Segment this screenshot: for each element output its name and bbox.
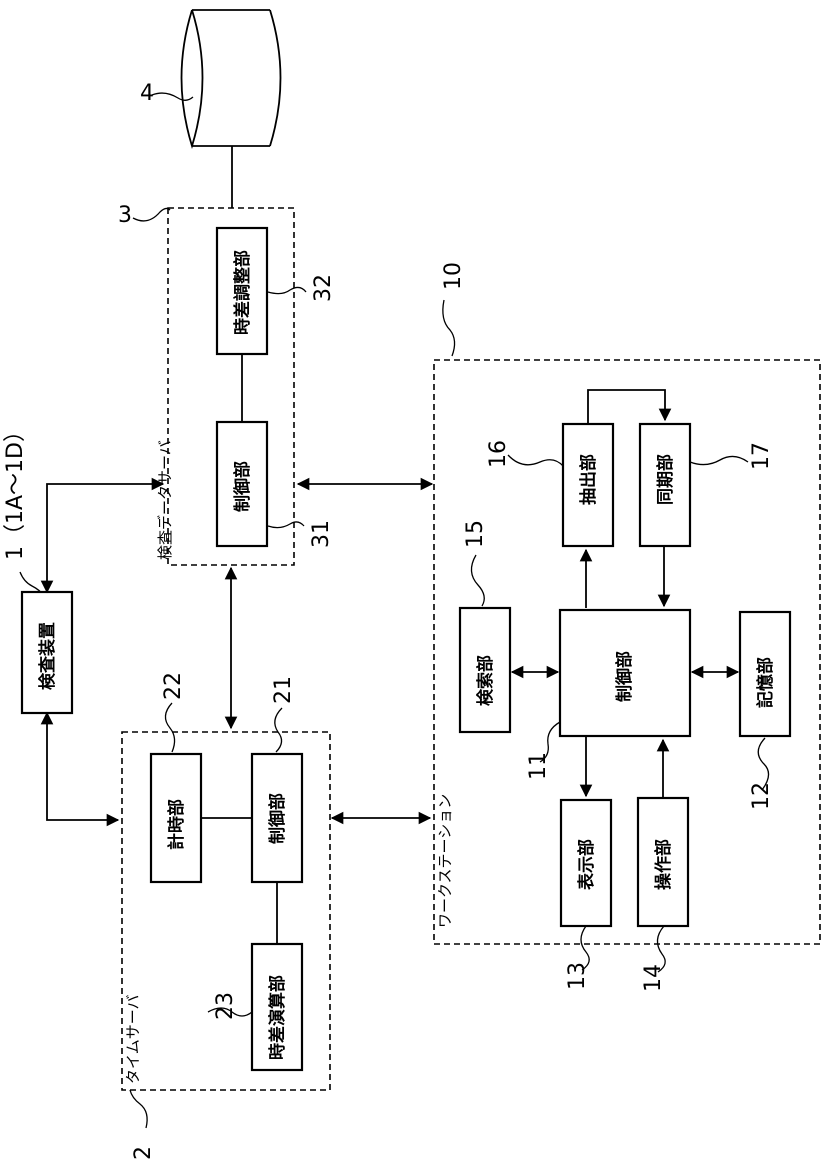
- leader-32: [268, 287, 306, 293]
- label-num-1: 1（1A～1D）: [3, 420, 28, 560]
- time-server-title: タイムサーバ: [124, 994, 142, 1084]
- label-num-2: 2: [131, 1146, 156, 1160]
- inspection-device-label: 検査装置: [37, 622, 58, 690]
- sync-label: 同期部: [655, 454, 676, 505]
- label-num-31: 31: [309, 520, 334, 548]
- arrow-extract-to-sync: [588, 390, 665, 424]
- leader-4: [152, 93, 193, 100]
- leader-2: [130, 1090, 147, 1128]
- label-num-12: 12: [749, 782, 774, 810]
- display-label: 表示部: [576, 839, 597, 890]
- label-num-4: 4: [140, 81, 154, 106]
- timer-label: 計時部: [166, 799, 187, 850]
- label-num-15: 15: [463, 520, 488, 548]
- arrow-device-to-server: [47, 484, 163, 592]
- leader-22: [165, 703, 174, 752]
- inspection-server-title: 検査データサーバ: [156, 440, 174, 560]
- leader-17: [690, 456, 748, 464]
- database-cylinder: [182, 10, 281, 208]
- operation-label: 操作部: [653, 839, 674, 890]
- search-label: 検索部: [475, 655, 496, 706]
- leader-15: [471, 555, 484, 606]
- label-num-22: 22: [161, 672, 186, 700]
- leader-3: [133, 208, 170, 221]
- label-num-23: 23: [213, 992, 238, 1020]
- workstation-title: ワークステーション: [436, 794, 454, 928]
- label-num-32: 32: [311, 274, 336, 302]
- leader-21: [275, 708, 282, 752]
- leader-16: [508, 455, 563, 466]
- label-num-10: 10: [441, 262, 466, 290]
- time-adjust-label: 時差調整部: [232, 250, 253, 335]
- arrow-device-to-timeserver: [47, 713, 118, 820]
- leader-10: [443, 300, 455, 356]
- label-num-11: 11: [526, 752, 551, 780]
- ws-control-label: 制御部: [614, 651, 635, 702]
- label-num-16: 16: [486, 440, 511, 468]
- label-num-17: 17: [749, 442, 774, 470]
- label-num-21: 21: [271, 676, 296, 704]
- ts-control-label: 制御部: [267, 793, 288, 844]
- storage-label: 記憶部: [755, 657, 776, 708]
- diff-calc-label: 時差演算部: [267, 975, 288, 1060]
- label-num-3-text: 3: [118, 203, 132, 228]
- control-31-label: 制御部: [232, 461, 253, 512]
- leader-31: [268, 522, 304, 528]
- extract-label: 抽出部: [578, 454, 599, 505]
